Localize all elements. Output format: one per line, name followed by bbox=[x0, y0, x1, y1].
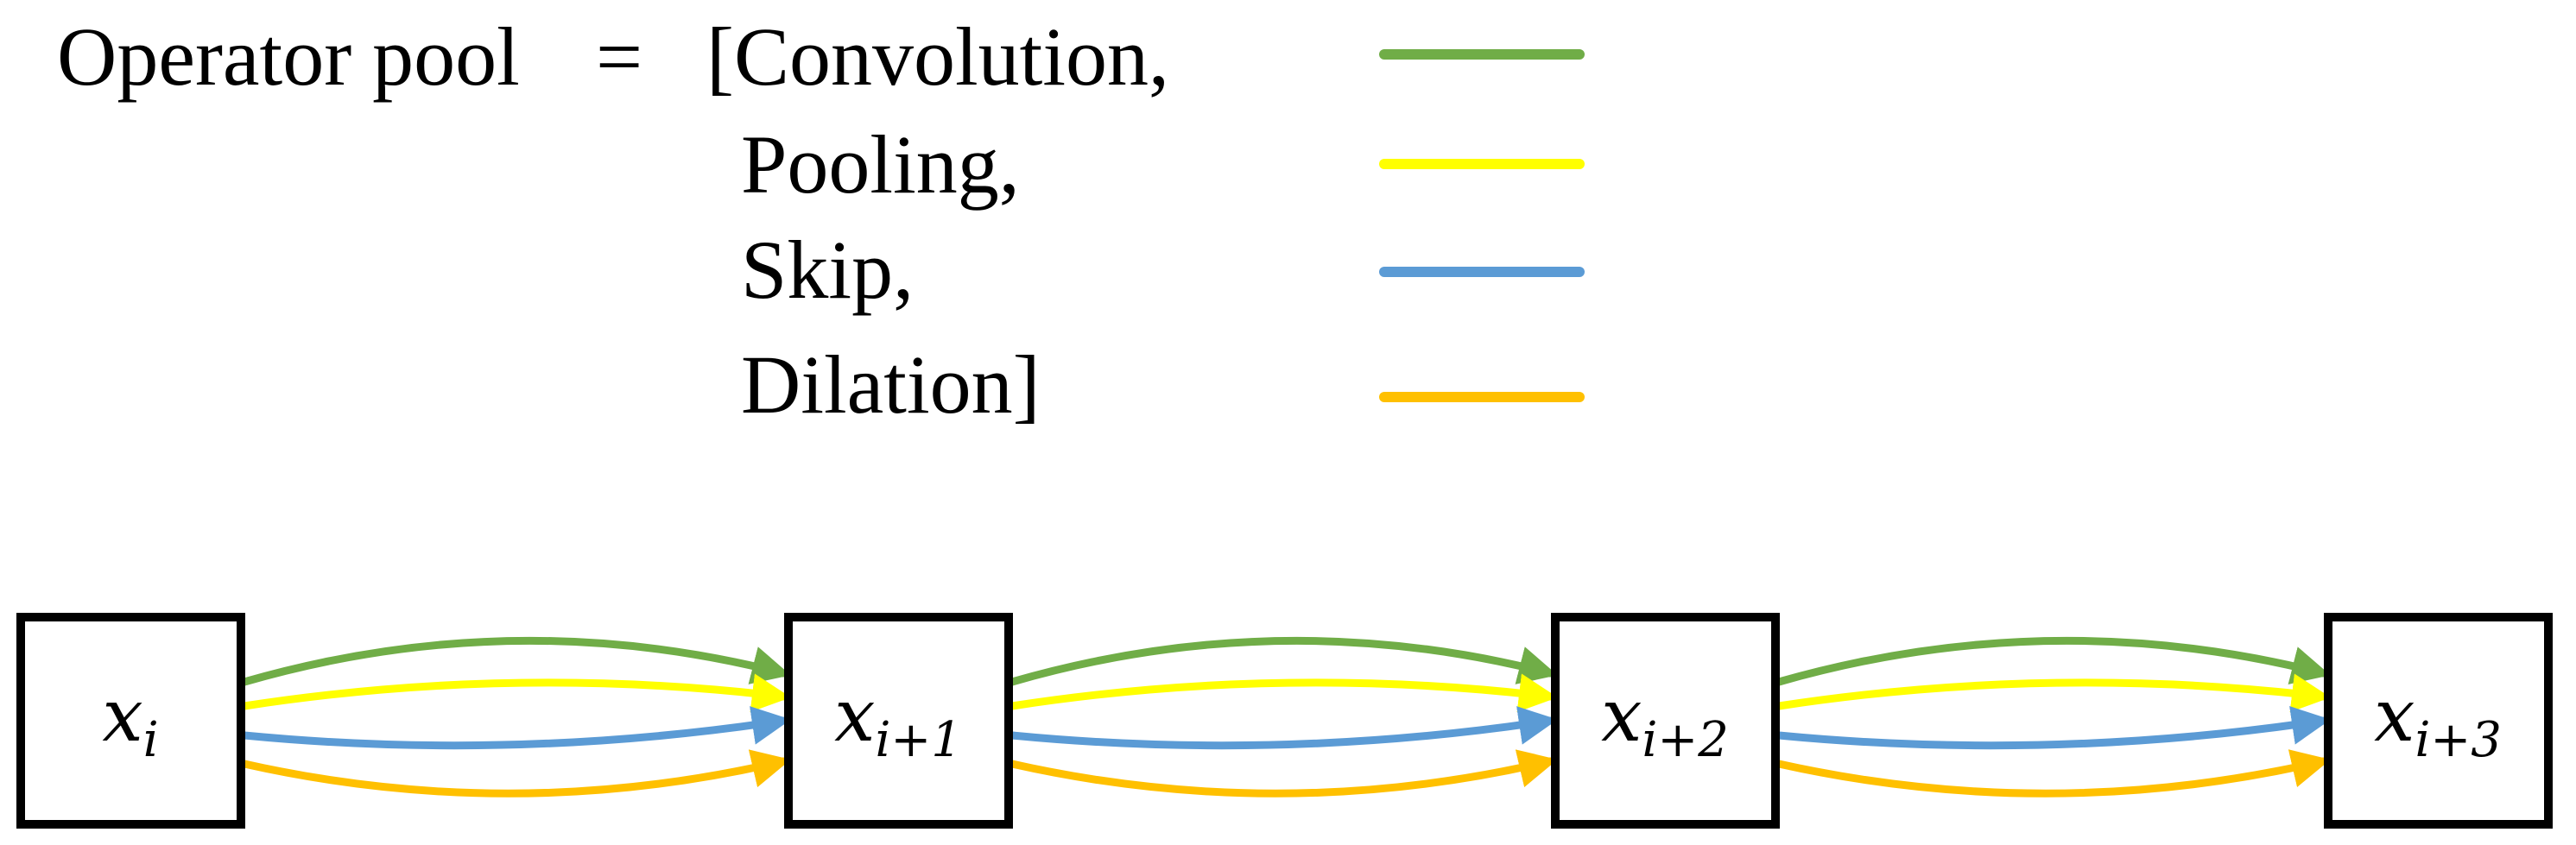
node-box bbox=[784, 613, 1013, 829]
node-label: xi+3 bbox=[2374, 673, 2502, 768]
operator-pool-legend: Operator pool = [Convolution, Pooling, S… bbox=[57, 10, 1585, 431]
node-box bbox=[16, 613, 245, 829]
node-label: xi+2 bbox=[1601, 673, 1729, 768]
edge-pooling-2-to-3 bbox=[1775, 673, 2331, 713]
edge-convolution-0-to-1 bbox=[240, 636, 791, 686]
edge-pooling-0-to-1 bbox=[240, 673, 791, 713]
edge-skip-1-to-2 bbox=[1008, 706, 1558, 750]
node-x-i: xi bbox=[16, 613, 245, 829]
edge-skip-0-to-1 bbox=[240, 706, 791, 750]
edge-skip-2-to-3 bbox=[1775, 706, 2331, 750]
legend-item-convolution-label: [Convolution, bbox=[706, 10, 1169, 103]
legend-item-skip-label: Skip, bbox=[741, 224, 914, 316]
edge-dilation-2-to-3 bbox=[1775, 749, 2331, 798]
node-box bbox=[2324, 613, 2553, 829]
equals-sign: = bbox=[596, 10, 642, 103]
legend-item-pooling-label: Pooling, bbox=[741, 118, 1020, 211]
operator-pool-label: Operator pool bbox=[57, 10, 520, 103]
node-label: xi+1 bbox=[834, 673, 962, 768]
edge-convolution-1-to-2 bbox=[1008, 636, 1558, 686]
edge-pooling-1-to-2 bbox=[1008, 673, 1558, 713]
legend-item-dilation-label: Dilation] bbox=[741, 338, 1041, 431]
node-label: xi bbox=[102, 673, 158, 768]
edge-convolution-2-to-3 bbox=[1775, 636, 2331, 686]
node-x-i-plus-1: xi+1 bbox=[784, 613, 1013, 829]
node-x-i-plus-2: xi+2 bbox=[1551, 613, 1780, 829]
node-box bbox=[1551, 613, 1780, 829]
edge-dilation-0-to-1 bbox=[240, 749, 791, 798]
operator-edges bbox=[240, 636, 2331, 798]
node-x-i-plus-3: xi+3 bbox=[2324, 613, 2553, 829]
edge-dilation-1-to-2 bbox=[1008, 749, 1558, 798]
